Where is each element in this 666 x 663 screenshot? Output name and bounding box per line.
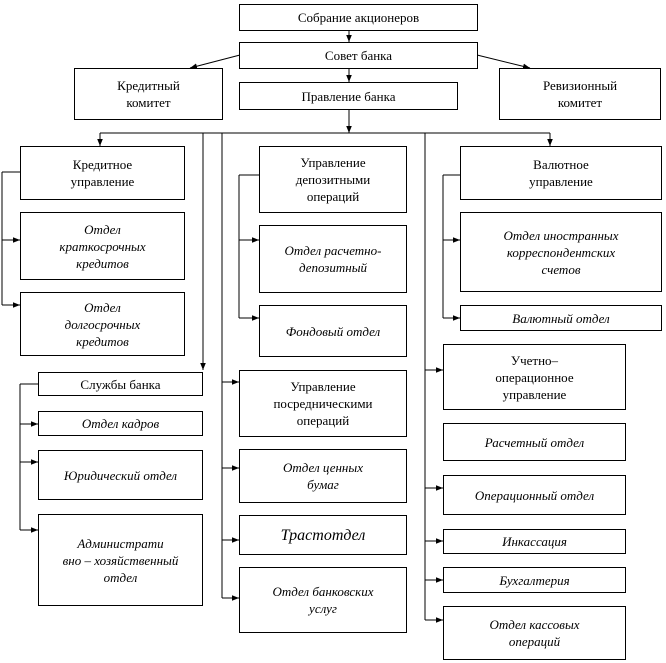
bank-management-label: Правление банка <box>301 88 396 104</box>
bank-services-label: Службы банка <box>80 376 161 392</box>
hr-department-box: Отдел кадров <box>38 411 203 436</box>
trust-department-label: Трастотдел <box>280 526 366 544</box>
currency-department-label: Валютное управление <box>529 157 593 189</box>
bank-services-box: Службы банка <box>38 372 203 396</box>
operations-department-box: Операционный отдел <box>443 475 626 515</box>
bookkeeping-department-label: Бухгалтерия <box>499 572 570 588</box>
operations-department-label: Операционный отдел <box>474 487 595 503</box>
correspondent-accounts-department-box: Отдел иностранных корреспондентских счет… <box>460 212 662 292</box>
shareholders-meeting-label: Собрание акционеров <box>297 10 420 25</box>
cash-operations-department-label: Отдел кассовых операций <box>489 617 580 649</box>
currency-operations-department-label: Валютный отдел <box>512 310 610 326</box>
legal-department-label: Юридический отдел <box>63 467 178 483</box>
currency-department-box: Валютное управление <box>460 146 662 200</box>
intermediary-operations-department-box: Управление посредническими операций <box>239 370 407 437</box>
deposit-operations-department-box: Управление депозитными операций <box>259 146 407 213</box>
securities-department-label: Отдел ценных бумаг <box>283 460 363 492</box>
intermediary-operations-department-label: Управление посредническими операций <box>273 379 373 428</box>
legal-department-box: Юридический отдел <box>38 450 203 500</box>
settlement-department-box: Расчетный отдел <box>443 423 626 461</box>
bookkeeping-department-box: Бухгалтерия <box>443 567 626 593</box>
accounting-operations-department-box: Учетно– операционное управление <box>443 344 626 410</box>
stock-department-box: Фондовый отдел <box>259 305 407 357</box>
securities-department-box: Отдел ценных бумаг <box>239 449 407 503</box>
hr-department-label: Отдел кадров <box>81 416 160 431</box>
cash-operations-department-box: Отдел кассовых операций <box>443 606 626 660</box>
admin-department-box: Администрати вно – хозяйственный отдел <box>38 514 203 606</box>
credit-department-label: Кредитное управление <box>70 157 135 189</box>
admin-department-label: Администрати вно – хозяйственный отдел <box>62 535 179 585</box>
collection-department-label: Инкассация <box>502 534 567 549</box>
settlement-deposit-department-box: Отдел расчетно- депозитный <box>259 225 407 293</box>
credit-committee-box: Кредитный комитет <box>74 68 223 120</box>
correspondent-accounts-department-label: Отдел иностранных корреспондентских счет… <box>503 227 619 277</box>
long-term-credit-box: Отдел долгосрочных кредитов <box>20 292 185 356</box>
audit-committee-label: Ревизионный комитет <box>542 78 618 110</box>
credit-department-box: Кредитное управление <box>20 146 185 200</box>
audit-committee-box: Ревизионный комитет <box>499 68 661 120</box>
bank-board-label: Совет банка <box>324 48 393 63</box>
shareholders-meeting-box: Собрание акционеров <box>239 4 478 31</box>
stock-department-label: Фондовый отдел <box>285 323 381 339</box>
credit-committee-label: Кредитный комитет <box>117 78 180 110</box>
banking-services-department-label: Отдел банковских услуг <box>272 584 374 616</box>
settlement-deposit-department-label: Отдел расчетно- депозитный <box>284 243 382 275</box>
deposit-operations-department-label: Управление депозитными операций <box>295 155 371 204</box>
long-term-credit-label: Отдел долгосрочных кредитов <box>64 299 141 349</box>
short-term-credit-box: Отдел краткосрочных кредитов <box>20 212 185 280</box>
accounting-operations-department-label: Учетно– операционное управление <box>495 352 574 402</box>
collection-department-box: Инкассация <box>443 529 626 554</box>
banking-services-department-box: Отдел банковских услуг <box>239 567 407 633</box>
trust-department-box: Трастотдел <box>239 515 407 555</box>
short-term-credit-label: Отдел краткосрочных кредитов <box>59 221 146 271</box>
bank-board-box: Совет банка <box>239 42 478 69</box>
currency-operations-department-box: Валютный отдел <box>460 305 662 331</box>
settlement-department-label: Расчетный отдел <box>484 434 585 450</box>
bank-management-box: Правление банка <box>239 82 458 110</box>
